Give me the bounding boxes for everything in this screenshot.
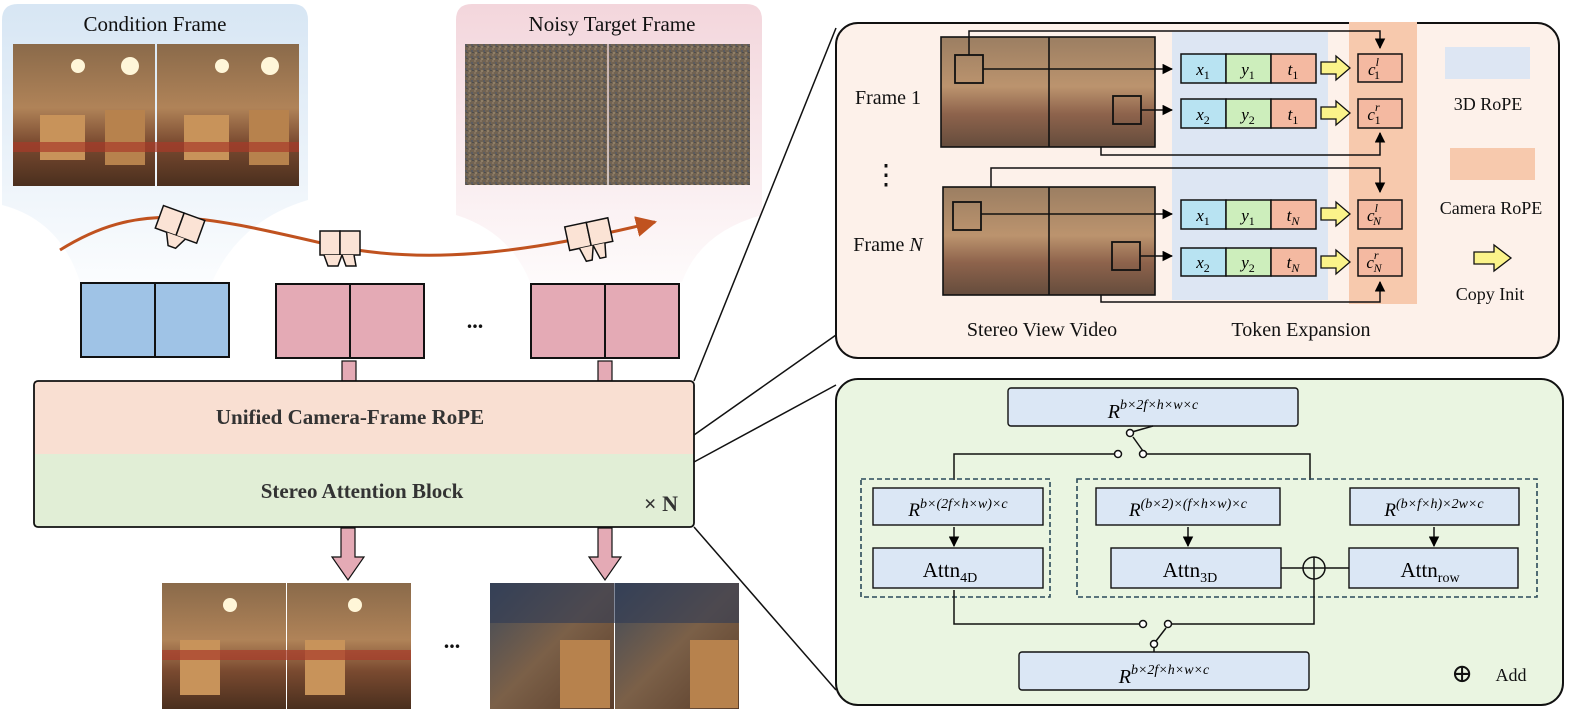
frame1-label: Frame 1 [855, 87, 921, 109]
copy-init-arrow [1320, 99, 1351, 127]
output-tensor-box [1018, 651, 1310, 691]
r3d-box [1095, 487, 1281, 526]
repeat-label: × N [644, 491, 678, 516]
attn4d-box [872, 547, 1044, 589]
token-x: x2 [1195, 253, 1210, 275]
camera-rope-swatch [1450, 148, 1535, 180]
attnrow-box [1348, 547, 1519, 589]
r4d-box [872, 487, 1044, 526]
input-tensor-label: Rb×2f×h×w×c [1107, 398, 1199, 423]
camera-icon-1 [154, 204, 206, 250]
stereo-attention-panel: Rb×2f×h×w×c Rb×(2f×h×w)×c R(b×2)×(f×h×w)… [835, 378, 1564, 706]
attn3d-row-group [1076, 478, 1538, 598]
token-arrows [968, 30, 1386, 303]
token-x: x2 [1195, 105, 1210, 127]
copy-init-arrow [1320, 54, 1351, 82]
output-frame-1 [162, 583, 411, 709]
transformer-block: Unified Camera-Frame RoPE Stereo Attenti… [33, 380, 695, 528]
condition-frame-callout: Condition Frame [2, 4, 308, 282]
rope3d-swatch [1445, 47, 1530, 79]
token-expansion-panel: Frame 1 ⋮ Frame N [835, 22, 1560, 359]
connector-2 [597, 360, 613, 382]
copy-init-legend-label: Copy Init [1456, 284, 1525, 304]
token-x: x1 [1195, 206, 1210, 228]
add-legend-label: Add [1496, 665, 1527, 685]
token-t: tN [1287, 253, 1301, 275]
frameN-label: Frame N [853, 234, 924, 256]
copy-init-legend-arrow [1473, 243, 1513, 273]
token-t: t1 [1288, 105, 1299, 127]
stereo-view-video-label: Stereo View Video [967, 319, 1117, 341]
target-latent-block-1 [275, 283, 425, 359]
add-node [953, 556, 1349, 625]
token-x: x1 [1195, 60, 1210, 82]
camera-icon-3 [563, 216, 614, 263]
condition-latent-block [80, 282, 230, 358]
input-switch [953, 425, 1311, 480]
token-y: y2 [1239, 253, 1255, 275]
token-t: t1 [1288, 60, 1299, 82]
condition-frame-label: Condition Frame [84, 12, 227, 36]
attention-band [34, 454, 694, 527]
camera-icon-2 [319, 230, 361, 267]
noisy-target-callout: Noisy Target Frame [456, 4, 762, 282]
output-arrow-2 [587, 527, 623, 582]
target-latent-block-2 [530, 283, 680, 359]
token-y: y1 [1239, 206, 1255, 228]
output-tensor-label: Rb×2f×h×w×c [1118, 663, 1210, 688]
attn3d-box [1110, 547, 1282, 589]
connector-1 [341, 360, 357, 382]
unified-rope-label: Unified Camera-Frame RoPE [216, 405, 484, 429]
rrow-label: R(b×f×h)×2w×c [1383, 497, 1484, 521]
token-t: tN [1287, 206, 1301, 228]
camera-rope-legend-label: Camera RoPE [1440, 198, 1542, 218]
token-y: y1 [1239, 60, 1255, 82]
output-frame-2 [490, 583, 739, 709]
r3d-label: R(b×2)×(f×h×w)×c [1128, 497, 1248, 521]
condition-frame-image [13, 44, 299, 186]
r4d-label: Rb×(2f×h×w)×c [907, 497, 1008, 521]
attn3d-label: Attn3D [1163, 558, 1217, 586]
noisy-target-frame-image [465, 44, 750, 185]
stereo-video-frame-1 [940, 36, 1156, 148]
rope-band [34, 381, 694, 454]
token-expansion-label: Token Expansion [1231, 319, 1370, 341]
token-legend: 3D RoPE Camera RoPE Copy Init [1440, 47, 1542, 304]
add-icon: ⊕ [1451, 659, 1473, 688]
zoom-lines [693, 27, 837, 691]
token-y: y2 [1239, 105, 1255, 127]
rrow-box [1349, 487, 1520, 526]
rope3d-legend-label: 3D RoPE [1454, 94, 1523, 114]
stereo-attention-label: Stereo Attention Block [261, 479, 464, 503]
attn4d-group [860, 478, 1051, 598]
copy-init-arrow [1320, 248, 1351, 276]
copy-init-arrow [1320, 200, 1351, 228]
stereo-video-frame-N [942, 186, 1156, 296]
blocks-ellipsis: ... [467, 308, 484, 333]
noisy-target-frame-label: Noisy Target Frame [529, 12, 696, 36]
attnrow-label: Attnrow [1400, 558, 1460, 586]
outputs-ellipsis: ... [444, 628, 461, 653]
attn4d-label: Attn4D [923, 558, 977, 586]
output-arrow-1 [330, 527, 366, 582]
r-to-attn-arrows [948, 527, 1440, 548]
vertical-ellipsis: ⋮ [872, 160, 900, 191]
